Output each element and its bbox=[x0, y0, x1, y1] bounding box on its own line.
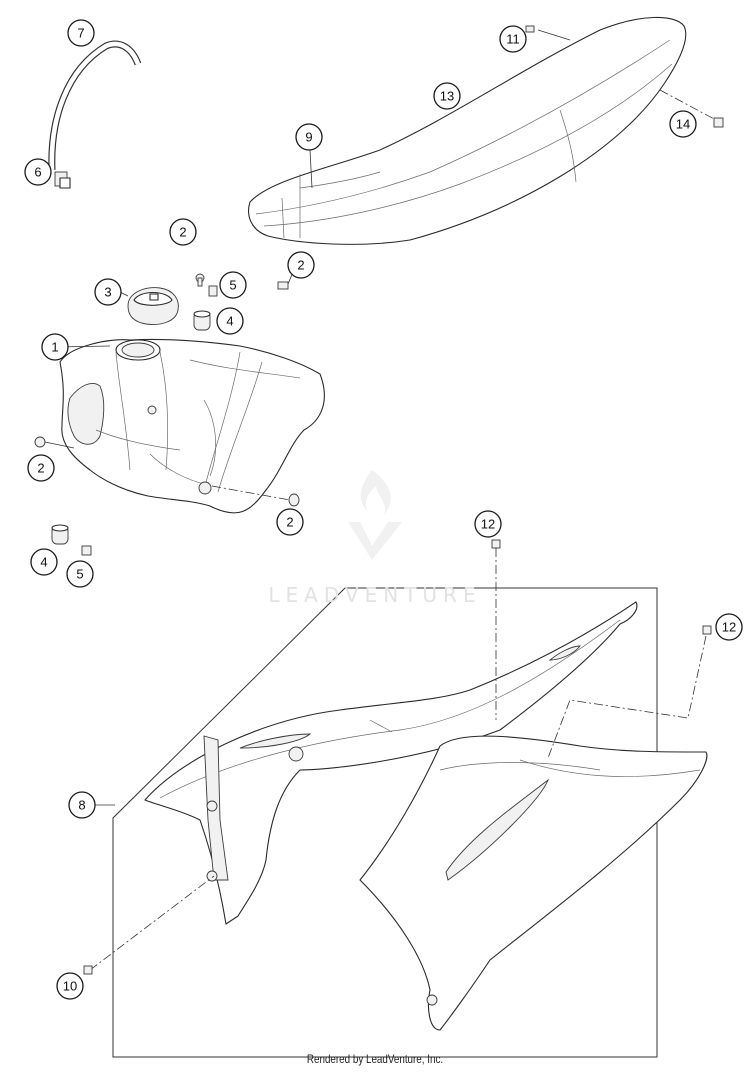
leader-10 bbox=[89, 875, 215, 971]
callout-9: 9 bbox=[295, 123, 323, 151]
rubber-bushing-lower bbox=[51, 524, 69, 545]
callout-10: 10 bbox=[56, 972, 84, 1000]
fuel-tank bbox=[59, 338, 325, 514]
svg-text:2: 2 bbox=[179, 225, 186, 240]
callout-2-left: 2 bbox=[27, 454, 55, 482]
svg-text:1: 1 bbox=[51, 340, 58, 355]
callout-2-cap: 2 bbox=[169, 218, 197, 246]
bolt-near-cap bbox=[195, 273, 205, 287]
screw-10 bbox=[83, 965, 93, 975]
svg-text:2: 2 bbox=[286, 515, 293, 530]
rubber-bushing-upper bbox=[193, 310, 211, 331]
svg-text:6: 6 bbox=[34, 165, 41, 180]
hose-clamp bbox=[54, 171, 71, 189]
svg-text:8: 8 bbox=[78, 798, 85, 813]
svg-text:13: 13 bbox=[440, 89, 454, 104]
svg-text:4: 4 bbox=[226, 314, 233, 329]
screw-12-right bbox=[702, 625, 712, 635]
svg-text:12: 12 bbox=[481, 517, 495, 532]
leader-9 bbox=[309, 149, 313, 189]
svg-text:2: 2 bbox=[297, 258, 304, 273]
seat bbox=[248, 16, 687, 245]
callout-13: 13 bbox=[433, 82, 461, 110]
callout-6: 6 bbox=[24, 158, 52, 186]
svg-text:5: 5 bbox=[76, 567, 83, 582]
bolt-tank-right bbox=[211, 485, 300, 507]
callout-11: 11 bbox=[499, 25, 527, 53]
callout-3: 3 bbox=[94, 278, 122, 306]
right-side-panel bbox=[359, 735, 708, 1031]
callout-1: 1 bbox=[41, 333, 69, 361]
callout-8: 8 bbox=[68, 791, 96, 819]
callout-14: 14 bbox=[669, 110, 697, 138]
flame-v-logo-icon bbox=[348, 470, 402, 560]
callout-5-upper: 5 bbox=[219, 271, 247, 299]
callout-4-upper: 4 bbox=[216, 307, 244, 335]
callout-2-seat: 2 bbox=[287, 251, 315, 279]
seat-screw-11 bbox=[525, 25, 571, 41]
seat-screw-14 bbox=[659, 89, 724, 128]
svg-text:11: 11 bbox=[506, 32, 520, 47]
footer-credit: Rendered by LeadVenture, Inc. bbox=[306, 1052, 444, 1066]
callout-7: 7 bbox=[67, 19, 95, 47]
assembly-frame bbox=[112, 587, 658, 1058]
screw-lower bbox=[81, 545, 92, 556]
svg-text:9: 9 bbox=[305, 130, 312, 145]
callout-2-right: 2 bbox=[276, 508, 304, 536]
callout-4-lower: 4 bbox=[30, 548, 58, 576]
svg-text:2: 2 bbox=[37, 461, 44, 476]
svg-text:4: 4 bbox=[40, 555, 47, 570]
svg-text:3: 3 bbox=[104, 285, 111, 300]
fuel-cap bbox=[127, 287, 179, 325]
bolt-tank-left bbox=[34, 436, 75, 449]
left-side-panel bbox=[144, 601, 638, 925]
fuel-hose bbox=[48, 40, 142, 171]
leader-12-right bbox=[547, 635, 707, 759]
screw-12-left bbox=[491, 539, 501, 549]
callout-12-right: 12 bbox=[715, 613, 743, 641]
callout-12-left: 12 bbox=[474, 510, 502, 538]
svg-text:14: 14 bbox=[676, 117, 690, 132]
svg-text:5: 5 bbox=[229, 278, 236, 293]
svg-text:7: 7 bbox=[77, 26, 84, 41]
svg-text:12: 12 bbox=[722, 620, 736, 635]
watermark-text: LEADVENTURE bbox=[268, 583, 482, 607]
screw-upper bbox=[208, 285, 218, 297]
callout-5-lower: 5 bbox=[66, 560, 94, 588]
svg-text:10: 10 bbox=[63, 979, 77, 994]
